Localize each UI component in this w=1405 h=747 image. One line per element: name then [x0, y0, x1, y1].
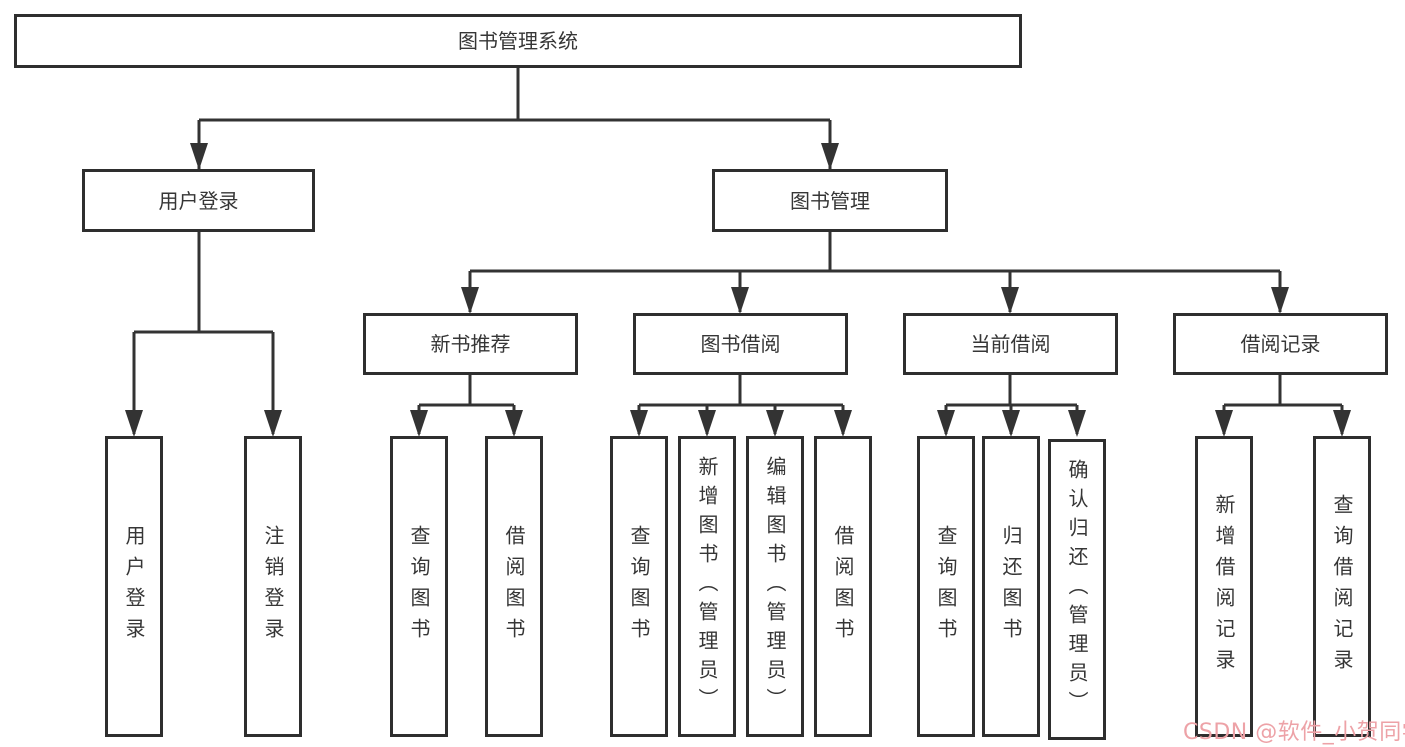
node-user-login-branch: 用户登录 [82, 169, 315, 232]
node-add-book-admin: 新增图书（管理员） [678, 436, 736, 737]
node-return-books: 归还图书 [982, 436, 1040, 737]
connector-root-to-level2 [197, 68, 832, 169]
node-confirm-return-admin: 确认归还（管理员） [1048, 439, 1106, 740]
node-edit-book-admin: 编辑图书（管理员） [746, 436, 804, 737]
node-logout-action: 注销登录 [244, 436, 302, 737]
node-book-management-branch: 图书管理 [712, 169, 948, 232]
connector-book-management-branch [468, 232, 1282, 312]
node-user-login-action: 用户登录 [105, 436, 163, 737]
connector-new-book-recommend [417, 375, 516, 434]
node-borrow-books-action: 借阅图书 [814, 436, 872, 737]
node-query-borrow-record: 查询借阅记录 [1313, 436, 1371, 737]
node-book-borrow: 图书借阅 [633, 313, 848, 375]
node-current-borrow: 当前借阅 [903, 313, 1118, 375]
node-borrow-records: 借阅记录 [1173, 313, 1388, 375]
node-query-books-borrow: 查询图书 [610, 436, 668, 737]
node-new-book-recommend: 新书推荐 [363, 313, 578, 375]
arrowheads [125, 143, 1351, 437]
node-query-books-current: 查询图书 [917, 436, 975, 737]
connector-borrow-records [1222, 375, 1344, 434]
node-borrow-books-recommend: 借阅图书 [485, 436, 543, 737]
connector-user-login-branch [132, 232, 275, 434]
connector-book-borrow [637, 375, 845, 434]
node-query-books-recommend: 查询图书 [390, 436, 448, 737]
node-root: 图书管理系统 [14, 14, 1022, 68]
watermark-text: CSDN @软件_小贺同学 [1183, 720, 1405, 745]
node-add-borrow-record: 新增借阅记录 [1195, 436, 1253, 737]
